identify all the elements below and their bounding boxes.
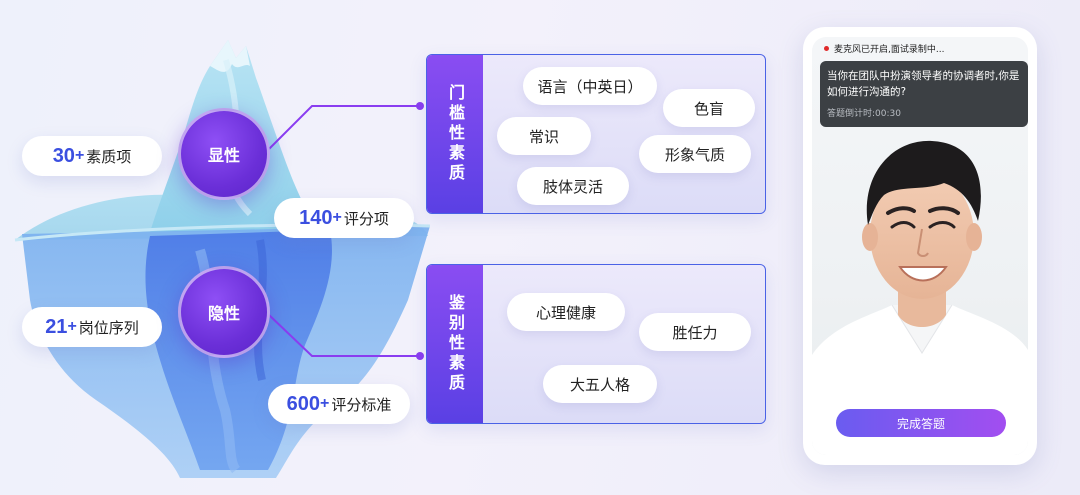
- panel-title: 门槛性素质: [446, 84, 465, 184]
- interviewee-portrait: [812, 140, 1028, 455]
- panel-side-title: 鉴别性素质: [427, 265, 483, 423]
- recording-dot-icon: [824, 46, 829, 51]
- recording-text: 麦克风已开启,面试录制中...: [834, 45, 945, 55]
- phone-mockup: 麦克风已开启,面试录制中... 当你在团队中扮演领导者的协调者时,你是如何进行沟…: [803, 27, 1037, 465]
- stat-pill-scoring-standards: 600 + 评分标准: [268, 384, 410, 424]
- stat-label: 评分标准: [331, 395, 392, 414]
- stat-label: 素质项: [86, 147, 132, 166]
- stat-plus: +: [332, 209, 342, 226]
- hidden-traits-circle: 隐性: [178, 266, 270, 358]
- panel-side-title: 门槛性素质: [427, 55, 483, 213]
- trait-tag: 色盲: [663, 89, 755, 127]
- recording-status: 麦克风已开启,面试录制中...: [824, 42, 944, 55]
- phone-screen: 麦克风已开启,面试录制中... 当你在团队中扮演领导者的协调者时,你是如何进行沟…: [812, 37, 1028, 455]
- visible-traits-circle: 显性: [178, 108, 270, 200]
- panel-title: 鉴别性素质: [446, 294, 465, 394]
- stat-pill-traits: 30 + 素质项: [22, 136, 162, 176]
- stat-number: 21: [45, 315, 68, 338]
- trait-tag: 胜任力: [639, 313, 751, 351]
- trait-tag: 常识: [497, 117, 591, 155]
- question-card: 当你在团队中扮演领导者的协调者时,你是如何进行沟通的? 答题倒计时:00:30: [820, 61, 1028, 127]
- trait-tag: 肢体灵活: [517, 167, 629, 205]
- finish-answer-button[interactable]: 完成答题: [836, 409, 1006, 437]
- stat-plus: +: [74, 147, 85, 164]
- threshold-traits-panel: 门槛性素质 语言（中英日） 色盲 常识 形象气质 肢体灵活: [426, 54, 766, 214]
- stat-label: 岗位序列: [78, 318, 139, 337]
- stat-number: 140: [299, 206, 333, 229]
- stat-number: 600: [286, 392, 320, 415]
- stat-pill-scoring-items: 140 + 评分项: [274, 198, 414, 238]
- question-text: 当你在团队中扮演领导者的协调者时,你是如何进行沟通的?: [827, 70, 1020, 98]
- trait-tag: 心理健康: [507, 293, 625, 331]
- trait-tag: 语言（中英日）: [523, 67, 657, 105]
- discriminating-traits-panel: 鉴别性素质 心理健康 胜任力 大五人格: [426, 264, 766, 424]
- stat-plus: +: [320, 395, 330, 412]
- trait-tag: 形象气质: [639, 135, 751, 173]
- trait-tag: 大五人格: [543, 365, 657, 403]
- stat-label: 评分项: [343, 209, 389, 228]
- stat-plus: +: [67, 318, 77, 335]
- answer-timer: 答题倒计时:00:30: [827, 109, 901, 119]
- stat-pill-job-sequences: 21 + 岗位序列: [22, 307, 162, 347]
- stat-number: 30: [52, 144, 75, 167]
